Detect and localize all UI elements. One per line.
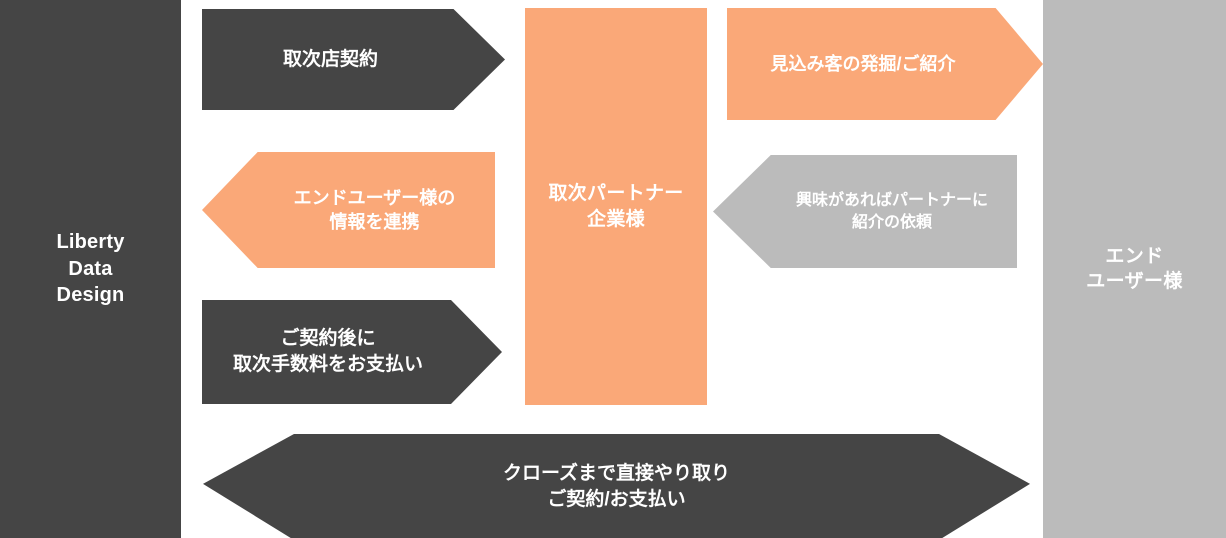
flow-arrow-direct-dealing: クローズまで直接やり取り ご契約/お支払い — [203, 434, 1030, 538]
actor-panel-partner-company: 取次パートナー 企業様 — [525, 8, 707, 405]
actor-label-end-user: エンド ユーザー様 — [1086, 245, 1183, 292]
actor-label-liberty-data-design: Liberty Data Design — [56, 230, 125, 307]
flow-label-contract: 取次店契約 — [282, 48, 378, 70]
actor-panel-liberty-data-design: Liberty Data Design — [0, 0, 181, 538]
actor-panel-end-user: エンド ユーザー様 — [1043, 0, 1226, 538]
actor-label-partner-company: 取次パートナー 企業様 — [548, 183, 684, 230]
flow-label-referral-request: 興味があればパートナーに 紹介の依頼 — [795, 191, 988, 231]
flow-arrow-user-info: エンドユーザー様の 情報を連携 — [202, 152, 495, 268]
flow-label-lead-generation: 見込み客の発掘/ご紹介 — [770, 53, 956, 74]
flow-label-commission-fee: ご契約後に 取次手数料をお支払い — [232, 328, 423, 375]
flow-label-user-info: エンドユーザー様の 情報を連携 — [293, 187, 456, 232]
flow-arrow-lead-generation: 見込み客の発掘/ご紹介 — [727, 8, 1043, 120]
flow-arrow-referral-request: 興味があればパートナーに 紹介の依頼 — [713, 155, 1017, 268]
flow-label-direct-dealing: クローズまで直接やり取り ご契約/お支払い — [502, 463, 731, 510]
flow-arrow-contract: 取次店契約 — [202, 9, 505, 110]
flow-arrow-commission-fee: ご契約後に 取次手数料をお支払い — [202, 300, 502, 404]
